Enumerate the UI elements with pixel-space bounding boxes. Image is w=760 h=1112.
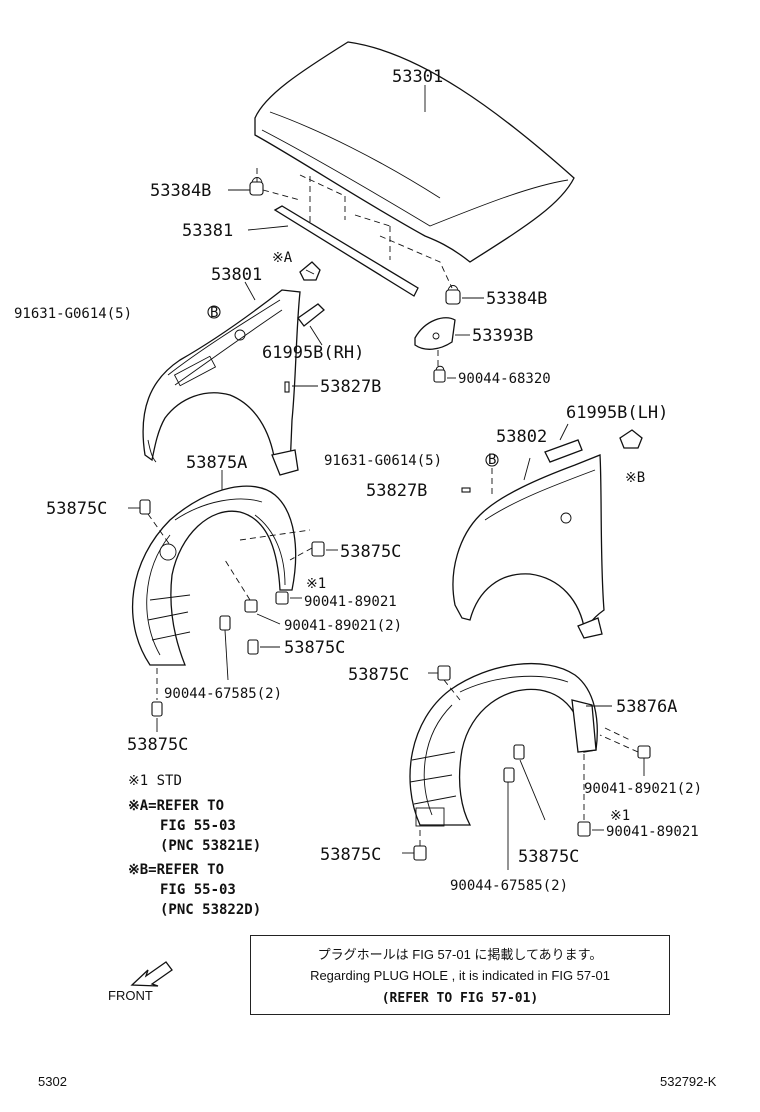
ref-a-bracket [299,261,321,281]
label-53384b-right: 53384B [486,289,547,309]
fender-lh-53802 [452,454,605,639]
note-ref-a-3: (PNC 53821E) [160,838,262,854]
label-90041-89021-2a: 90041-89021(2) [284,618,402,634]
fender-liner-53876a [409,662,598,827]
ref-b-bracket [619,429,643,449]
note-std: ※1 STD [128,773,182,789]
footer-drawing-code: 532792-K [660,1074,717,1089]
clip-53875c-5 [437,665,451,681]
note-ref-a-1: ※A=REFER TO [128,798,225,814]
label-53875c-4: 53875C [127,735,188,755]
note-ref-a-2: FIG 55-03 [160,818,236,834]
info-line-refer: (REFER TO FIG 57-01) [381,991,539,1006]
label-61995b-lh: 61995B(LH) [566,403,668,423]
label-std-mark-1: ※1 [306,576,326,592]
info-line-english: Regarding PLUG HOLE , it is indicated in… [310,968,610,983]
note-ref-b-2: FIG 55-03 [160,882,236,898]
bolt-90041-89021-2a [244,599,258,613]
label-53393b: 53393B [472,326,533,346]
note-ref-b-1: ※B=REFER TO [128,862,225,878]
hood-bracket-53393b [414,317,456,350]
label-53801: 53801 [211,265,262,285]
clip-53875c-1 [139,499,151,515]
clip-90044-67585-b [503,767,515,783]
hood-cushion-right [445,285,461,305]
label-53875c-6: 53875C [518,847,579,867]
bolt-90041-89021-a [275,591,289,605]
insulator-61995b-lh [544,439,583,463]
label-53827b-left: 53827B [320,377,381,397]
bolt-90041-89021-2b [637,745,651,759]
label-53875c-1: 53875C [46,499,107,519]
label-90041-89021-a: 90041-89021 [304,594,397,610]
clip-53875c-6 [513,744,525,760]
bolt-91631-left: B [207,305,221,321]
hood-seal-strip [273,205,419,297]
label-53875c-2: 53875C [340,542,401,562]
clip-90044-68320 [433,365,446,383]
hood-panel [254,41,575,263]
front-label: FRONT [108,988,153,1003]
fender-rh-53801 [142,289,301,476]
label-90041-89021-b: 90041-89021 [606,824,699,840]
front-arrow-icon [130,961,173,987]
plug-53827b-left [284,381,290,393]
clip-90044-67585-a [219,615,231,631]
label-53802: 53802 [496,427,547,447]
label-90044-68320: 90044-68320 [458,371,551,387]
label-61995b-rh: 61995B(RH) [262,343,364,363]
label-90041-89021-2b: 90041-89021(2) [584,781,702,797]
label-ref-a: ※A [272,250,293,266]
plug-hole-info-box: プラグホールは FIG 57-01 に掲載してあります。 Regarding P… [250,935,670,1015]
label-90044-67585-a: 90044-67585(2) [164,686,282,702]
clip-53875c-2 [311,541,325,557]
plug-53827b-right [461,487,471,493]
bolt-91631-right: B [485,452,499,468]
clip-53875c-4 [151,701,163,717]
label-53827b-right: 53827B [366,481,427,501]
note-ref-b-3: (PNC 53822D) [160,902,262,918]
bolt-90041-89021-b [577,821,591,837]
hood-cushion-left [249,177,264,196]
label-91631-left: 91631-G0614(5) [14,306,132,322]
label-53875c-5: 53875C [348,665,409,685]
footer-fig-number: 5302 [38,1074,67,1089]
label-53301: 53301 [392,67,443,87]
label-53875c-3: 53875C [284,638,345,658]
svg-text:B: B [488,452,496,468]
clip-53875c-3 [247,639,259,655]
label-53875c-7: 53875C [320,845,381,865]
label-53384b-left: 53384B [150,181,211,201]
label-91631-right: 91631-G0614(5) [324,453,442,469]
label-90044-67585-b: 90044-67585(2) [450,878,568,894]
info-line-japanese: プラグホールは FIG 57-01 に掲載してあります。 [317,947,603,962]
label-ref-b: ※B [625,470,645,486]
label-53875a: 53875A [186,453,247,473]
label-std-mark-2: ※1 [610,808,630,824]
svg-text:B: B [210,305,218,321]
label-53381: 53381 [182,221,233,241]
insulator-61995b-rh [297,303,325,327]
fender-liner-53875a [132,485,297,666]
clip-53875c-7 [413,845,427,861]
label-53876a: 53876A [616,697,677,717]
